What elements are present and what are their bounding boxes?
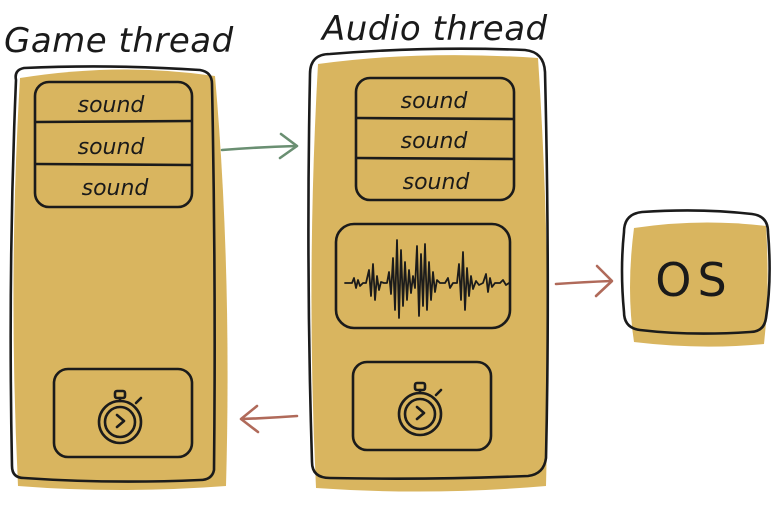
stopwatch-icon — [397, 381, 443, 437]
game-thread-panel — [9, 65, 228, 490]
game-sound-item-3: sound — [82, 176, 150, 201]
audio-thread-title: Audio thread — [320, 9, 548, 49]
game-sound-item-2: sound — [78, 135, 146, 160]
arrow-audio-to-os — [554, 264, 614, 298]
game-thread-title: Game thread — [4, 21, 234, 61]
os-box: OS — [620, 209, 771, 347]
waveform-icon — [344, 239, 510, 319]
game-sound-queue: sound sound sound — [33, 80, 194, 209]
arrow-game-to-audio — [220, 132, 299, 160]
stopwatch-icon — [97, 389, 143, 445]
audio-sound-item-3: sound — [403, 170, 471, 195]
audio-sound-queue: sound sound sound — [354, 76, 516, 202]
game-timer-box — [52, 367, 194, 459]
game-sound-item-1: sound — [78, 93, 146, 118]
audio-timer-box — [351, 360, 493, 452]
os-label: OS — [655, 253, 732, 307]
arrow-audio-to-game — [239, 404, 299, 434]
audio-sound-item-1: sound — [401, 89, 469, 114]
audio-waveform-box — [334, 222, 512, 330]
audio-sound-item-2: sound — [401, 129, 469, 154]
